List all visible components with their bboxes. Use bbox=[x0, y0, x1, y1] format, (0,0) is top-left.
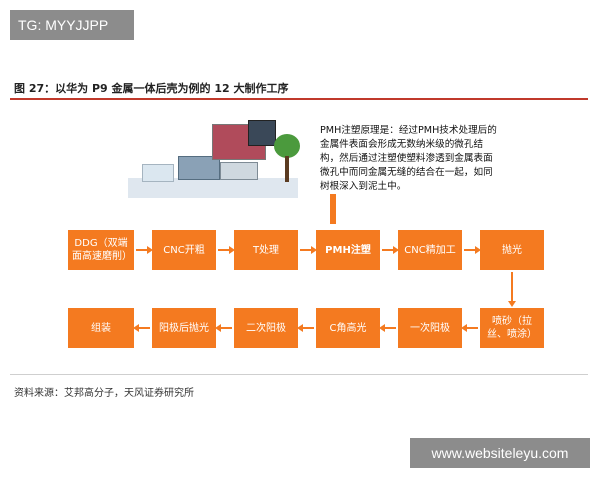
flow-arrow bbox=[136, 246, 153, 254]
flow-arrow bbox=[464, 246, 481, 254]
step-cnc-rough: CNC开粗 bbox=[152, 230, 216, 270]
step-pmh-injection: PMH注塑 bbox=[316, 230, 380, 270]
figure-source: 资料来源：艾邦高分子，天风证券研究所 bbox=[14, 388, 194, 399]
pmh-description: PMH注塑原理是：经过PMH技术处理后的金属件表面会形成无数纳米级的微孔结构，然… bbox=[320, 125, 497, 192]
metal-part-dark bbox=[178, 156, 220, 180]
flow-arrow bbox=[218, 246, 235, 254]
flow-arrow-down bbox=[508, 272, 516, 307]
step-anodize-1: 一次阳极 bbox=[398, 308, 462, 348]
flow-arrow bbox=[382, 246, 399, 254]
step-sandblast: 喷砂（拉丝、喷涂） bbox=[480, 308, 544, 348]
metal-part-small bbox=[142, 164, 174, 182]
pmh-illustration bbox=[128, 118, 300, 206]
step-c-corner-highlight: C角高光 bbox=[316, 308, 380, 348]
step-ddg: DDG（双端面高速磨削） bbox=[68, 230, 134, 270]
phone-icon bbox=[248, 120, 276, 146]
step-anodize-2: 二次阳极 bbox=[234, 308, 298, 348]
step-t-treatment: T处理 bbox=[234, 230, 298, 270]
step-cnc-finish: CNC精加工 bbox=[398, 230, 462, 270]
step-polish: 抛光 bbox=[480, 230, 544, 270]
description-pointer bbox=[330, 194, 336, 224]
flow-arrow bbox=[461, 324, 478, 332]
tg-label: TG: MYYJJPP bbox=[10, 10, 134, 40]
flow-arrow bbox=[297, 324, 314, 332]
flow-arrow bbox=[379, 324, 396, 332]
flow-arrow bbox=[133, 324, 150, 332]
step-assembly: 组装 bbox=[68, 308, 134, 348]
title-rule bbox=[10, 98, 588, 100]
metal-part-light bbox=[220, 162, 258, 180]
site-watermark: www.websiteleyu.com bbox=[410, 438, 590, 468]
figure-title: 图 27：以华为 P9 金属一体后壳为例的 12 大制作工序 bbox=[14, 82, 289, 95]
tree-icon bbox=[274, 134, 300, 158]
illustration-ground bbox=[128, 178, 298, 198]
flow-arrow bbox=[215, 324, 232, 332]
source-rule bbox=[10, 374, 588, 375]
tree-trunk bbox=[285, 156, 289, 182]
step-post-anodize-polish: 阳极后抛光 bbox=[152, 308, 216, 348]
flow-arrow bbox=[300, 246, 317, 254]
